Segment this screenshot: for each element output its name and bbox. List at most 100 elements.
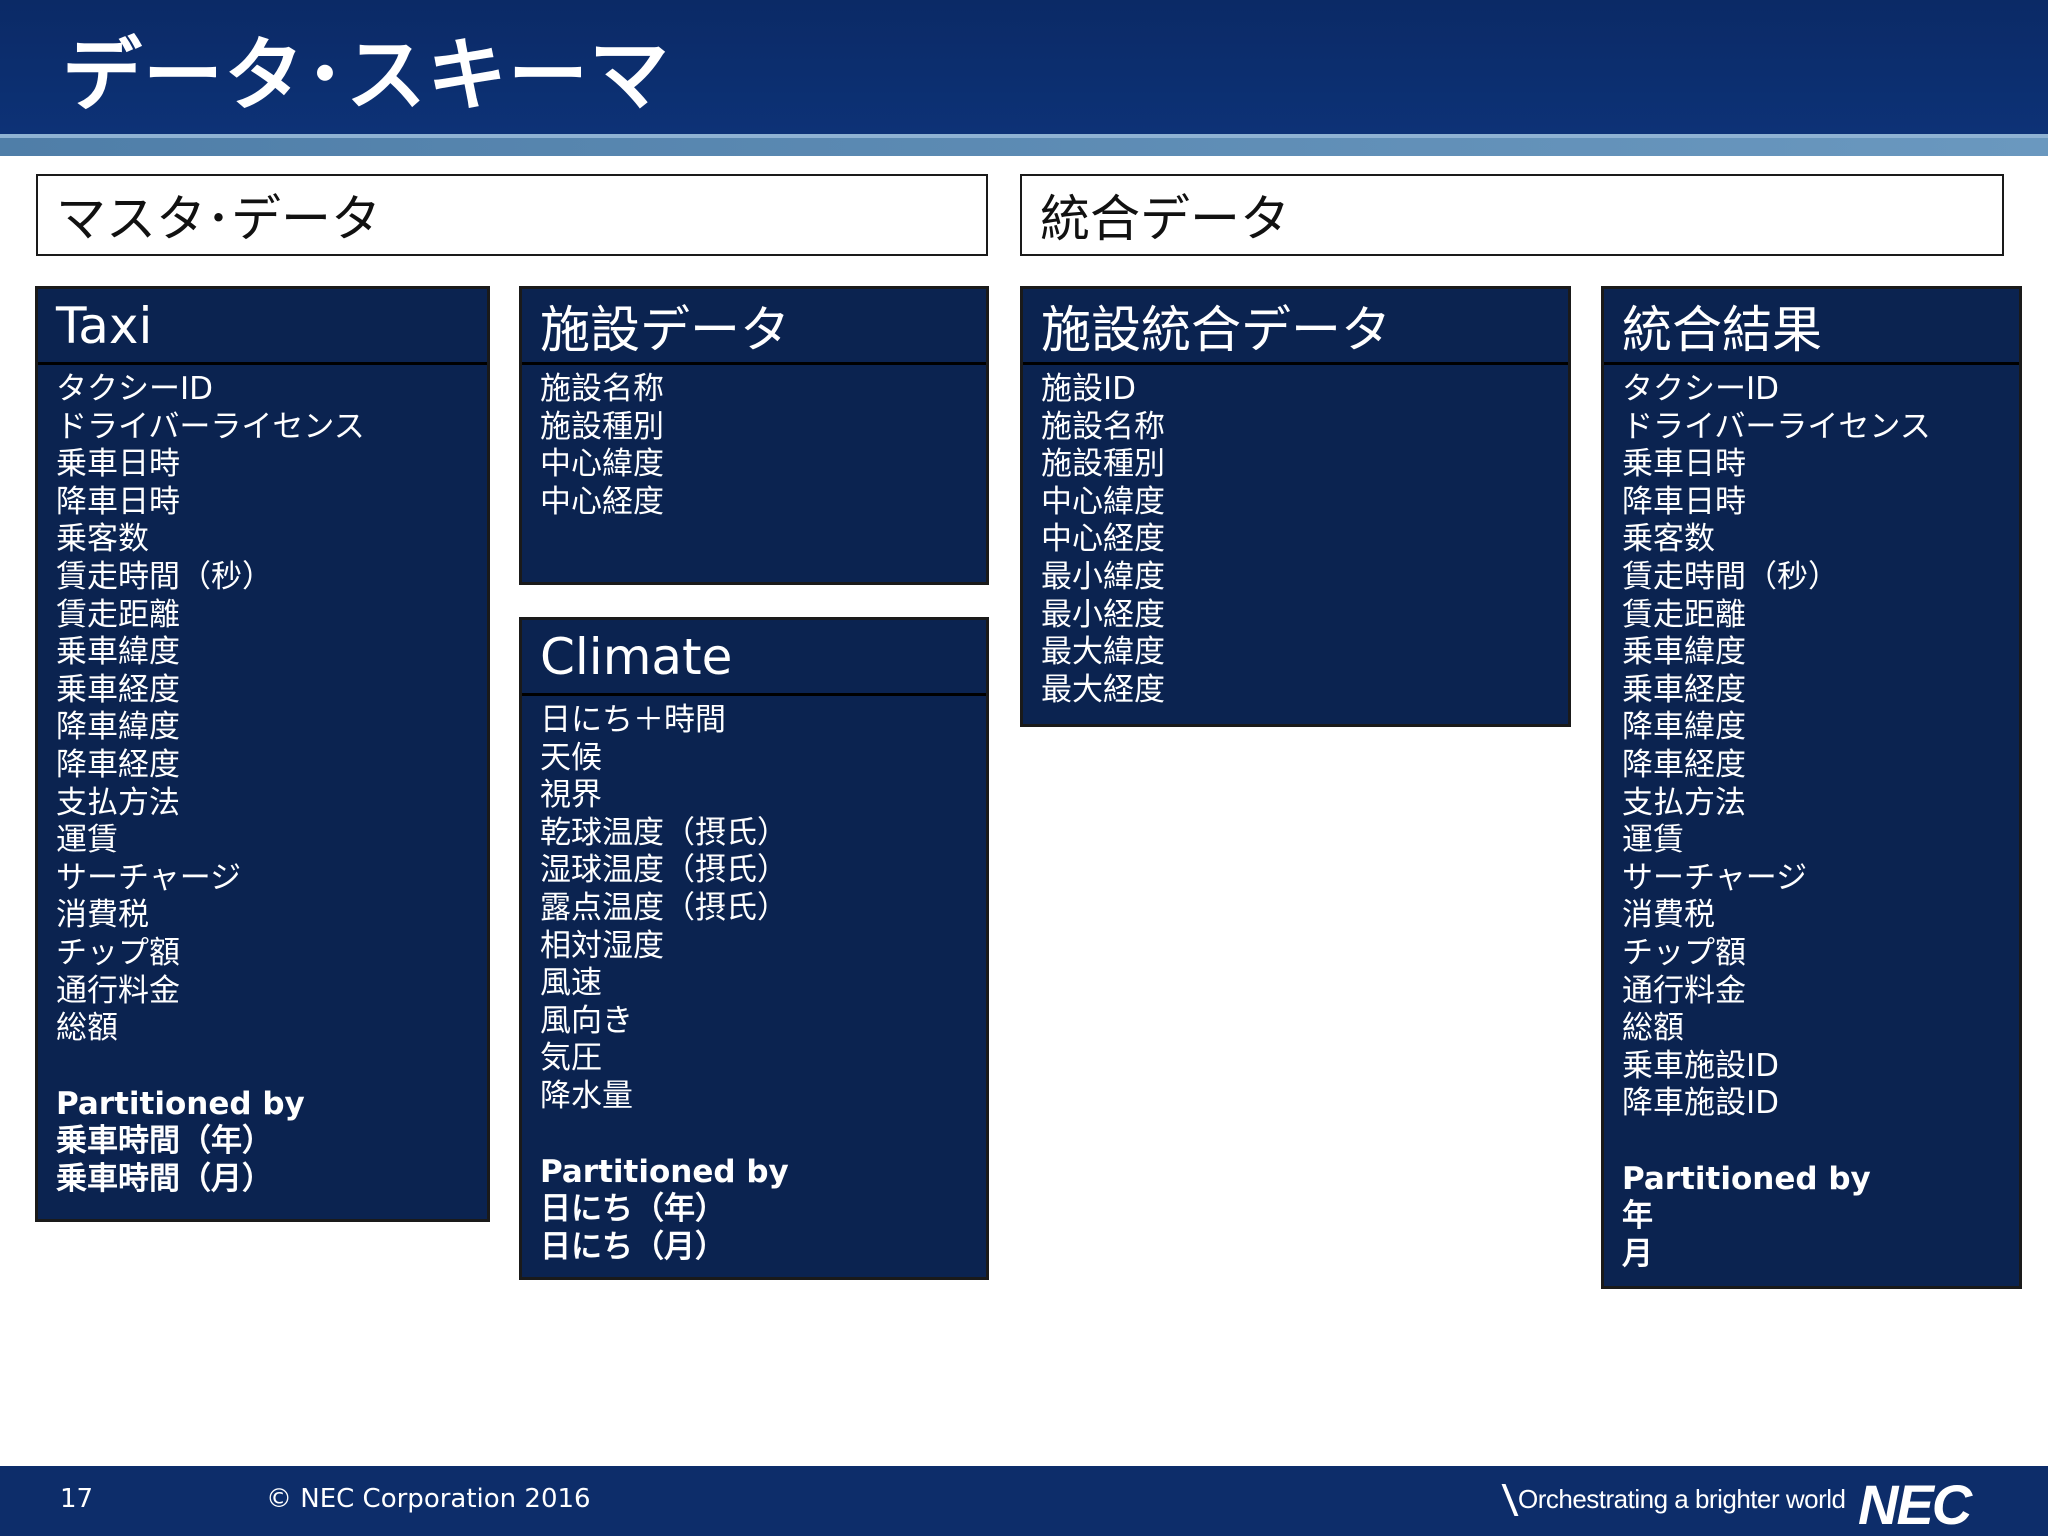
field-name: 降車経度 bbox=[56, 746, 180, 783]
page-number: 17 bbox=[60, 1484, 94, 1514]
field-name: ドライバーライセンス bbox=[1622, 408, 1931, 445]
header-divider bbox=[0, 138, 2048, 156]
copyright-text: © NEC Corporation 2016 bbox=[266, 1484, 591, 1514]
partition-key: 月 bbox=[1622, 1236, 1653, 1273]
partition-key: 乗車時間（月） bbox=[56, 1160, 273, 1197]
field-name: 乗車緯度 bbox=[56, 634, 180, 671]
field-name: 乾球温度（摂氏） bbox=[540, 814, 788, 851]
field-name: 湿球温度（摂氏） bbox=[540, 852, 788, 889]
field-name: 支払方法 bbox=[1622, 784, 1746, 821]
field-name: 中心経度 bbox=[1041, 521, 1165, 558]
table-header: 施設データ bbox=[522, 289, 986, 365]
table-header: 施設統合データ bbox=[1023, 289, 1568, 365]
field-name: 乗車経度 bbox=[1622, 671, 1746, 708]
field-name: 乗車経度 bbox=[56, 671, 180, 708]
partition-heading: Partitioned by bbox=[540, 1153, 789, 1190]
field-name: 乗客数 bbox=[56, 521, 149, 558]
field-name: 風速 bbox=[540, 965, 602, 1002]
table-header: Taxi bbox=[38, 289, 487, 365]
table-title: 施設統合データ bbox=[1041, 300, 1391, 359]
table-title: Climate bbox=[540, 627, 733, 686]
field-name: 賃走距離 bbox=[56, 596, 180, 633]
tagline-slash-icon bbox=[1501, 1484, 1519, 1516]
field-name: 降車日時 bbox=[56, 483, 180, 520]
field-name: 降車緯度 bbox=[1622, 709, 1746, 746]
field-name: 最大経度 bbox=[1041, 671, 1165, 708]
field-name: 総額 bbox=[1622, 1010, 1684, 1047]
field-name: 支払方法 bbox=[56, 784, 180, 821]
section-master-data: マスタ･データ bbox=[36, 174, 988, 256]
partition-heading: Partitioned by bbox=[56, 1085, 305, 1122]
table-header: 統合結果 bbox=[1604, 289, 2019, 365]
field-name: 降車施設ID bbox=[1622, 1085, 1780, 1122]
field-name: 施設種別 bbox=[540, 408, 664, 445]
field-name: 最小緯度 bbox=[1041, 558, 1165, 595]
field-name: 施設名称 bbox=[540, 371, 664, 407]
field-name: 賃走距離 bbox=[1622, 596, 1746, 633]
field-name: タクシーID bbox=[1622, 371, 1780, 407]
footer-bar: 17 © NEC Corporation 2016 Orchestrating … bbox=[0, 1466, 2048, 1536]
field-name: チップ額 bbox=[56, 934, 180, 971]
field-name: 総額 bbox=[56, 1010, 118, 1047]
field-name: 乗車施設ID bbox=[1622, 1047, 1780, 1084]
field-name: 乗客数 bbox=[1622, 521, 1715, 558]
partition-key: 日にち（年） bbox=[540, 1191, 726, 1228]
field-name: 風向き bbox=[540, 1002, 633, 1039]
field-list: 日にち＋時間天候視界乾球温度（摂氏）湿球温度（摂氏）露点温度（摂氏）相対湿度風速… bbox=[522, 696, 986, 1266]
field-name: 通行料金 bbox=[56, 972, 180, 1009]
field-name: 施設ID bbox=[1041, 371, 1137, 407]
table-title: Taxi bbox=[56, 296, 153, 355]
field-name: 最小経度 bbox=[1041, 596, 1165, 633]
field-name: 乗車緯度 bbox=[1622, 634, 1746, 671]
field-name: サーチャージ bbox=[56, 859, 242, 896]
section-integrated-data: 統合データ bbox=[1020, 174, 2004, 256]
field-name: 施設名称 bbox=[1041, 408, 1165, 445]
field-name: 通行料金 bbox=[1622, 972, 1746, 1009]
field-name: 施設種別 bbox=[1041, 446, 1165, 483]
section-integrated-label: 統合データ bbox=[1040, 190, 1290, 248]
field-name: 運賃 bbox=[56, 822, 118, 859]
table-climate: Climate 日にち＋時間天候視界乾球温度（摂氏）湿球温度（摂氏）露点温度（摂… bbox=[519, 617, 989, 1280]
field-name: 降車経度 bbox=[1622, 746, 1746, 783]
field-name: 気圧 bbox=[540, 1040, 602, 1077]
field-name: 中心緯度 bbox=[1041, 483, 1165, 520]
field-name: 乗車日時 bbox=[56, 446, 180, 483]
field-name: タクシーID bbox=[56, 371, 214, 407]
table-facility: 施設データ 施設名称施設種別中心緯度中心経度 bbox=[519, 286, 989, 585]
field-name: 中心経度 bbox=[540, 483, 664, 520]
header-divider-light bbox=[0, 134, 2048, 140]
field-name: 賃走時間（秒） bbox=[1622, 558, 1839, 595]
field-name: 視界 bbox=[540, 777, 602, 814]
field-name: 賃走時間（秒） bbox=[56, 558, 273, 595]
field-name: 日にち＋時間 bbox=[540, 702, 726, 738]
field-name: 相対湿度 bbox=[540, 927, 664, 964]
partition-key: 乗車時間（年） bbox=[56, 1123, 273, 1160]
field-name: 降車緯度 bbox=[56, 709, 180, 746]
partition-heading: Partitioned by bbox=[1622, 1160, 1871, 1197]
field-name: 降車日時 bbox=[1622, 483, 1746, 520]
field-name: 運賃 bbox=[1622, 822, 1684, 859]
field-name: 降水量 bbox=[540, 1077, 633, 1114]
field-name: チップ額 bbox=[1622, 934, 1746, 971]
field-name: 露点温度（摂氏） bbox=[540, 889, 788, 926]
field-name: 消費税 bbox=[56, 897, 149, 934]
field-name: 消費税 bbox=[1622, 897, 1715, 934]
field-name: 天候 bbox=[540, 739, 602, 776]
field-name: ドライバーライセンス bbox=[56, 408, 365, 445]
field-name: サーチャージ bbox=[1622, 859, 1808, 896]
field-name: 最大緯度 bbox=[1041, 634, 1165, 671]
table-title: 統合結果 bbox=[1622, 300, 1822, 359]
partition-key: 年 bbox=[1622, 1198, 1653, 1235]
field-name: 乗車日時 bbox=[1622, 446, 1746, 483]
table-title: 施設データ bbox=[540, 300, 790, 359]
tagline-text: Orchestrating a brighter world bbox=[1518, 1484, 1846, 1514]
page-title: データ･スキーマ bbox=[62, 29, 670, 122]
